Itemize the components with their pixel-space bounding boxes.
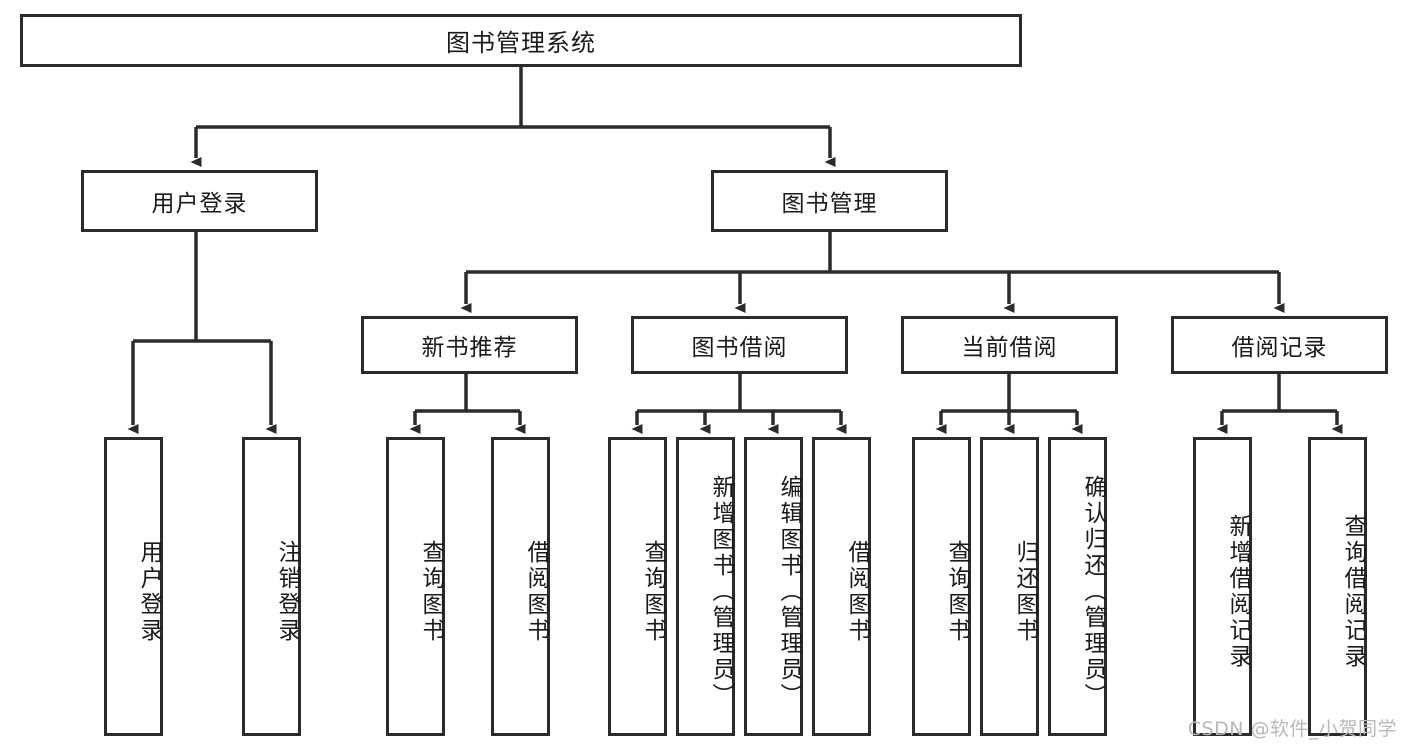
leaf-user-login[interactable]: 用户登录: [104, 437, 163, 736]
leaf-logout[interactable]: 注销登录: [242, 437, 301, 736]
leaf-query-book-3[interactable]: 查询图书: [912, 437, 971, 736]
leaf-query-book-2[interactable]: 查询图书: [608, 437, 667, 736]
leaf-label: 新增图书（管理员）: [708, 474, 734, 709]
leaf-label: 确认归还（管理员）: [1080, 474, 1106, 709]
node-user-login[interactable]: 用户登录: [81, 170, 318, 232]
node-root-system[interactable]: 图书管理系统: [20, 14, 1022, 67]
leaf-label: 查询图书: [640, 539, 666, 644]
leaf-label: 编辑图书（管理员）: [776, 474, 802, 709]
leaf-add-record[interactable]: 新增借阅记录: [1193, 437, 1252, 736]
leaf-add-book[interactable]: 新增图书（管理员）: [676, 437, 735, 736]
leaf-borrow-book-1[interactable]: 借阅图书: [491, 437, 550, 736]
node-book-borrow[interactable]: 图书借阅: [631, 316, 848, 374]
leaf-label: 查询图书: [418, 539, 444, 644]
node-new-book-rec[interactable]: 新书推荐: [361, 316, 578, 374]
leaf-borrow-book-2[interactable]: 借阅图书: [812, 437, 871, 736]
leaf-query-record[interactable]: 查询借阅记录: [1308, 437, 1367, 736]
node-borrow-record[interactable]: 借阅记录: [1171, 316, 1388, 374]
leaf-return-book[interactable]: 归还图书: [980, 437, 1039, 736]
leaf-label: 借阅图书: [523, 539, 549, 644]
leaf-label: 注销登录: [274, 539, 300, 644]
leaf-label: 新增借阅记录: [1225, 513, 1251, 670]
leaf-label: 查询图书: [944, 539, 970, 644]
leaf-label: 用户登录: [136, 539, 162, 644]
node-book-manage[interactable]: 图书管理: [711, 170, 948, 232]
leaf-label: 归还图书: [1012, 539, 1038, 644]
leaf-query-book-1[interactable]: 查询图书: [386, 437, 445, 736]
csdn-watermark: CSDN @软件_小贺同学: [1187, 718, 1397, 740]
leaf-label: 查询借阅记录: [1340, 513, 1366, 670]
leaf-edit-book[interactable]: 编辑图书（管理员）: [744, 437, 803, 736]
leaf-label: 借阅图书: [844, 539, 870, 644]
leaf-confirm-return[interactable]: 确认归还（管理员）: [1048, 437, 1107, 736]
node-current-borrow[interactable]: 当前借阅: [901, 316, 1118, 374]
